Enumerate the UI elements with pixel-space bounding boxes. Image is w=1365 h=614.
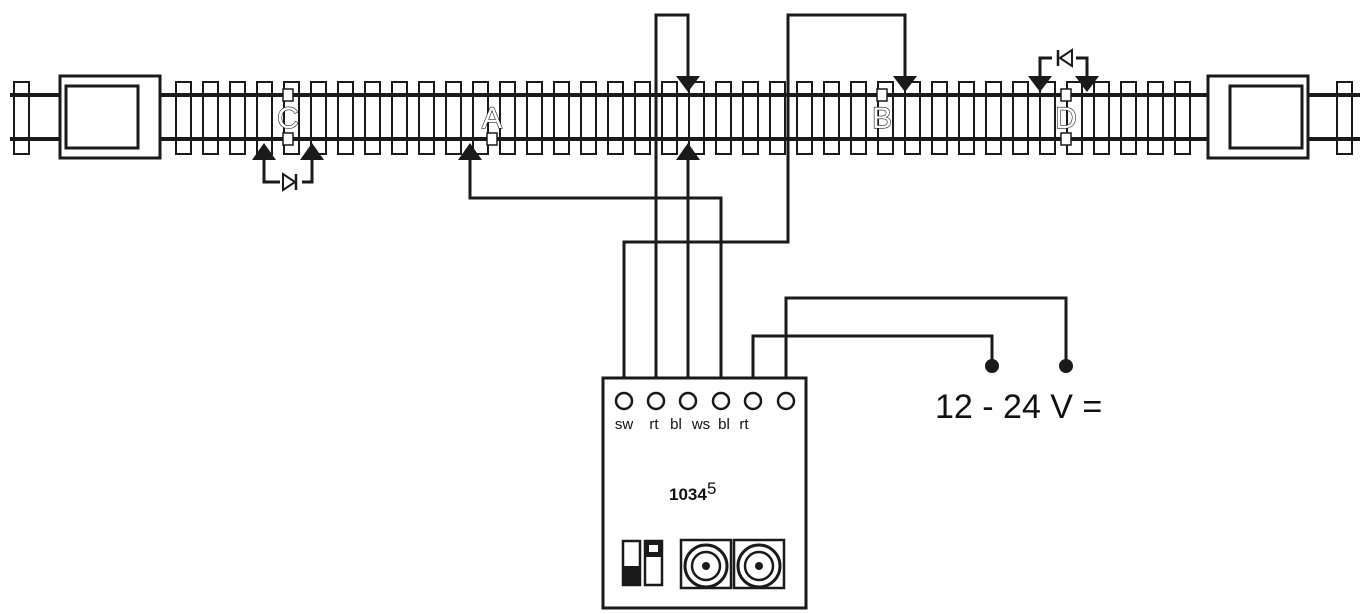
power-terminal-right — [1059, 359, 1073, 373]
section-label-a: A — [482, 102, 502, 135]
track-sleeper — [688, 81, 705, 155]
power-supply-label: 12 - 24 V = — [935, 388, 1102, 426]
track-sleeper — [229, 81, 246, 155]
arrow-top-center — [676, 76, 700, 92]
section-label-b: B — [872, 102, 892, 135]
terminal-rt-2 — [776, 391, 796, 411]
track-sleeper — [904, 81, 921, 155]
track-sleeper — [1147, 81, 1164, 155]
track-sleeper — [931, 81, 948, 155]
track-sleeper — [1120, 81, 1137, 155]
wires — [262, 13, 1089, 396]
track-sleeper — [526, 81, 543, 155]
track-sleeper — [850, 81, 867, 155]
track-sleeper — [1174, 81, 1191, 155]
pin-label-bl-1: bl — [670, 416, 682, 433]
pin-label-rt-2: rt — [739, 416, 749, 433]
track-sleeper — [607, 81, 624, 155]
track-sleeper — [310, 81, 327, 155]
diode-d — [1052, 48, 1076, 68]
arrow-top-d-left — [1028, 76, 1052, 92]
pin-label-ws: ws — [691, 416, 710, 433]
track — [10, 81, 1360, 155]
track-sleeper — [553, 81, 570, 155]
track-sleepers — [13, 81, 1353, 155]
track-sleeper — [1012, 81, 1029, 155]
track-sleeper — [985, 81, 1002, 155]
terminals — [614, 391, 796, 411]
arrow-bottom-c-right — [300, 143, 324, 160]
track-sleeper — [391, 81, 408, 155]
track-sleeper — [337, 81, 354, 155]
track-sleeper — [418, 81, 435, 155]
wire-rt-2 — [784, 296, 1068, 396]
arrow-top-b — [893, 76, 917, 92]
pin-label-rt-1: rt — [649, 416, 659, 433]
track-sleeper — [796, 81, 813, 155]
track-sleeper — [1039, 81, 1056, 155]
insulation-gaps — [282, 88, 1072, 146]
track-sleeper — [364, 81, 381, 155]
terminal-rt-1 — [646, 391, 666, 411]
rail-top — [10, 93, 1360, 97]
section-label-c: C — [277, 102, 299, 135]
track-sleeper — [634, 81, 651, 155]
potentiometer-1 — [679, 538, 733, 590]
arrow-bottom-c-left — [252, 143, 276, 160]
terminal-sw — [614, 391, 634, 411]
pin-label-sw: sw — [615, 416, 634, 433]
track-sleeper — [661, 81, 678, 155]
potentiometer-2 — [732, 538, 786, 590]
track-sleeper — [445, 81, 462, 155]
power-terminal-left — [985, 359, 999, 373]
track-sleeper — [715, 81, 732, 155]
track-sleeper — [499, 81, 516, 155]
right-buffer-stop — [1206, 74, 1310, 160]
track-sleeper — [823, 81, 840, 155]
track-sleeper — [580, 81, 597, 155]
wire-sw — [622, 13, 907, 396]
left-buffer-stop — [58, 74, 162, 160]
pin-label-bl-2: bl — [718, 416, 730, 433]
track-sleeper — [958, 81, 975, 155]
arrow-bottom-center — [676, 143, 700, 160]
connection-arrows — [252, 76, 1099, 160]
track-sleeper — [1093, 81, 1110, 155]
section-label-d: D — [1055, 102, 1077, 135]
track-sleeper — [472, 81, 489, 155]
wire-bl-2 — [751, 334, 994, 396]
track-sleeper — [13, 81, 30, 155]
module: sw rt bl ws bl rt 1034 5 — [601, 376, 808, 610]
arrow-top-d-right — [1075, 76, 1099, 92]
terminal-bl-1 — [678, 391, 698, 411]
rail-bottom — [10, 137, 1360, 141]
track-sleeper — [256, 81, 273, 155]
arrow-bottom-a — [458, 143, 482, 160]
track-sleeper — [769, 81, 786, 155]
terminal-ws — [711, 391, 731, 411]
wire-ws — [468, 152, 723, 396]
track-sleeper — [202, 81, 219, 155]
slide-switch — [621, 539, 664, 587]
track-sleeper — [175, 81, 192, 155]
track-sleeper — [1336, 81, 1353, 155]
wire-rt-1 — [654, 13, 690, 396]
module-model-suffix: 5 — [707, 479, 716, 498]
track-sleeper — [742, 81, 759, 155]
terminal-bl-2 — [743, 391, 763, 411]
diode-c — [280, 172, 302, 192]
module-model-number: 1034 — [669, 485, 707, 504]
power-supply: 12 - 24 V = — [935, 359, 1102, 426]
